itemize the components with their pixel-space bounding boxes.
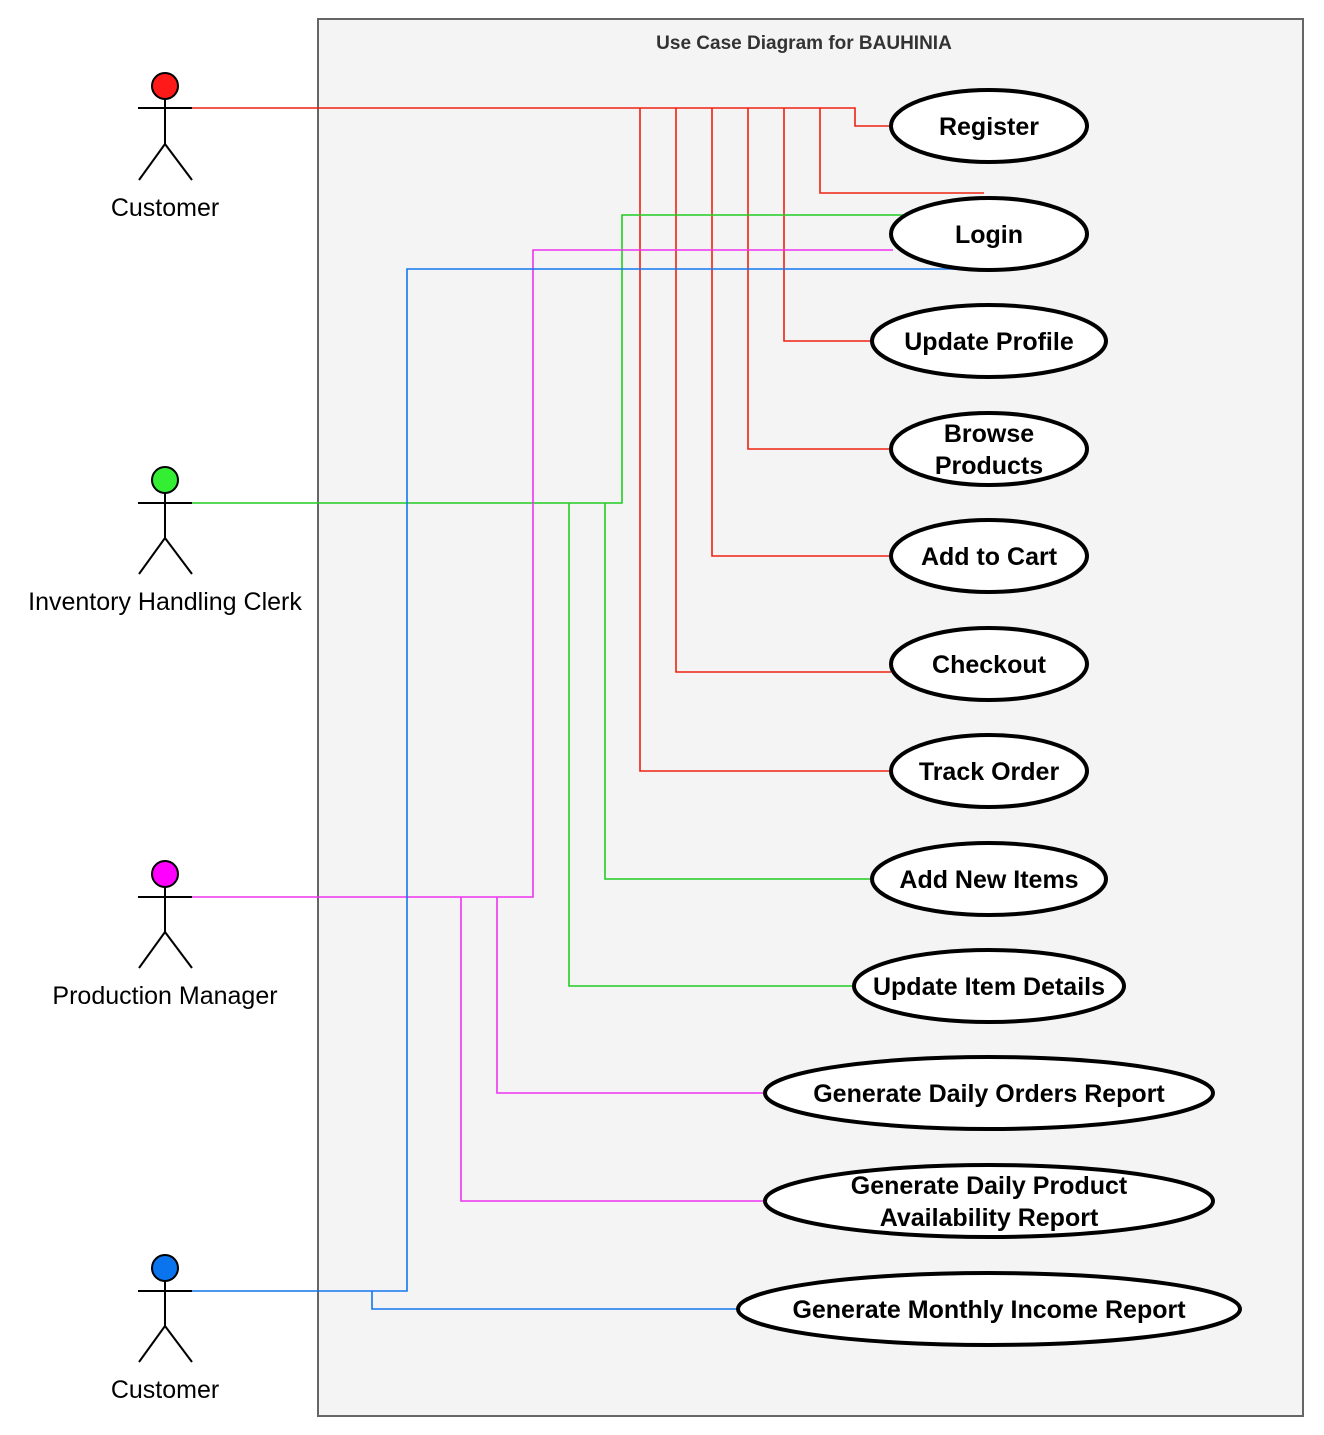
use-case-checkout[interactable]: Checkout [889,626,1089,702]
assoc-clerk-add-new-items [604,503,873,880]
use-case-daily-orders-report[interactable]: Generate Daily Orders Report [763,1055,1215,1131]
actor-inventory-clerk[interactable]: Inventory Handling Clerk [28,466,302,616]
use-case-label: Add New Items [899,866,1078,894]
use-case-browse-products[interactable]: Browse Products [889,411,1089,487]
use-case-label: Browse [944,420,1034,448]
use-case-add-to-cart[interactable]: Add to Cart [889,518,1089,594]
assoc-customer-browse-products [747,108,891,450]
actor-head [151,466,179,494]
customer2-associations [192,268,990,1310]
use-case-label: Products [935,452,1043,480]
assoc-customer-update-profile [783,108,873,342]
use-case-track-order[interactable]: Track Order [889,733,1089,809]
actor-head [151,860,179,888]
use-case-label: Generate Monthly Income Report [792,1296,1186,1324]
use-case-login[interactable]: Login [889,196,1089,272]
actor-label: Customer [111,194,219,222]
use-case-label: Generate Daily Orders Report [813,1080,1165,1108]
assoc-customer-track-order [639,108,891,772]
use-case-label: Update Profile [904,328,1074,356]
assoc-customer2-monthly-income-report [371,1291,739,1310]
use-case-daily-availability-report[interactable]: Generate Daily Product Availability Repo… [763,1163,1215,1239]
assoc-customer-add-to-cart [711,108,891,557]
actor-label: Customer [111,1376,219,1404]
use-case-update-item-details[interactable]: Update Item Details [852,948,1126,1024]
use-case-register[interactable]: Register [889,88,1089,164]
use-case-update-profile[interactable]: Update Profile [870,303,1108,379]
customer-associations [192,107,984,772]
use-case-label: Update Item Details [873,973,1105,1001]
use-case-label: Track Order [919,758,1060,786]
actor-production-manager[interactable]: Production Manager [52,860,278,1010]
use-case-label: Register [939,113,1039,141]
actor-head [151,72,179,100]
use-case-monthly-income-report[interactable]: Generate Monthly Income Report [736,1271,1242,1347]
assoc-customer-checkout [675,108,891,673]
system-title: Use Case Diagram for BAUHINIA [656,33,952,54]
use-case-label: Add to Cart [921,543,1058,571]
assoc-manager-daily-orders-report [496,897,766,1094]
use-case-label: Checkout [932,651,1047,679]
actor-customer[interactable]: Customer [111,72,219,222]
assoc-customer2-login [192,268,990,1292]
association-lines [192,107,990,1310]
use-case-label: Availability Report [880,1204,1099,1232]
assoc-customer-register [192,107,891,127]
actor-customer-2[interactable]: Customer [111,1254,219,1404]
use-case-label: Generate Daily Product [851,1172,1128,1200]
assoc-manager-daily-availability-report [460,897,766,1202]
use-case-label: Login [955,221,1023,249]
actor-head [151,1254,179,1282]
assoc-manager-login [192,249,893,898]
assoc-customer-login [819,108,984,194]
assoc-clerk-update-item-details [568,503,856,987]
use-case-add-new-items[interactable]: Add New Items [870,841,1108,917]
actor-label: Production Manager [52,982,277,1010]
actor-label: Inventory Handling Clerk [28,588,302,616]
manager-associations [192,249,893,1202]
